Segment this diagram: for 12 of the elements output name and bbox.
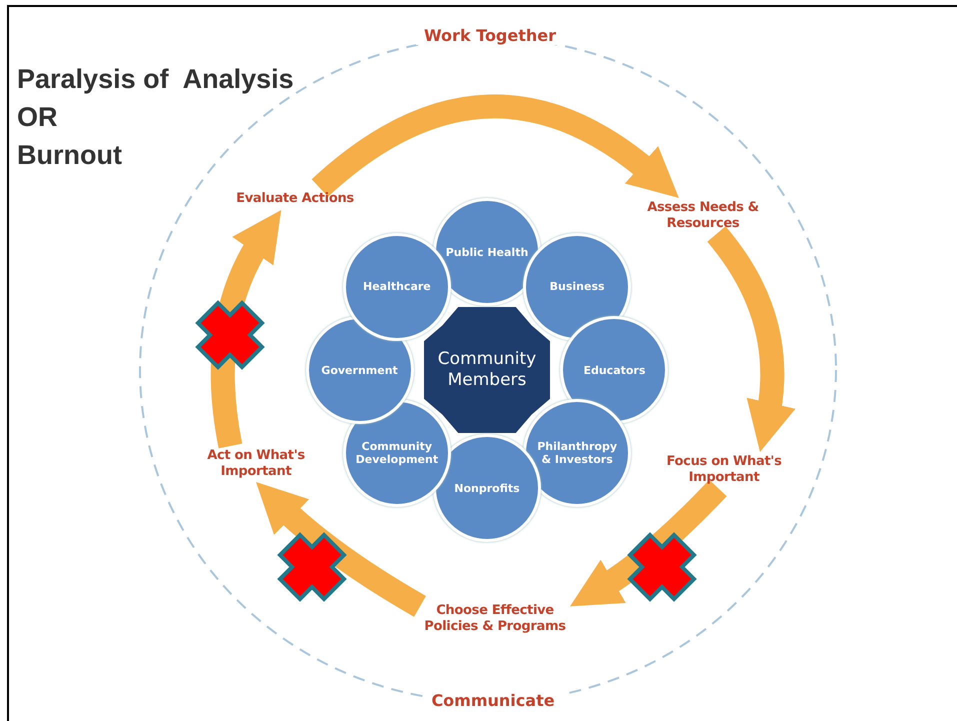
step-label: Assess Needs & Resources [636, 198, 770, 234]
heading-line: Paralysis of Analysis [17, 64, 294, 95]
heading-line: OR [17, 102, 58, 133]
cycle-arrow [256, 482, 426, 617]
step-label: Act on What's Important [192, 446, 320, 482]
step-label: Evaluate Actions [226, 188, 364, 210]
heading-line: Burnout [17, 140, 122, 171]
cycle-arrow [312, 94, 680, 198]
cycle-arrow [707, 226, 795, 452]
step-label: Focus on What's Important [664, 452, 784, 488]
step-label: Choose Effective Policies & Programs [420, 601, 570, 637]
cycle-arrow [570, 480, 727, 607]
